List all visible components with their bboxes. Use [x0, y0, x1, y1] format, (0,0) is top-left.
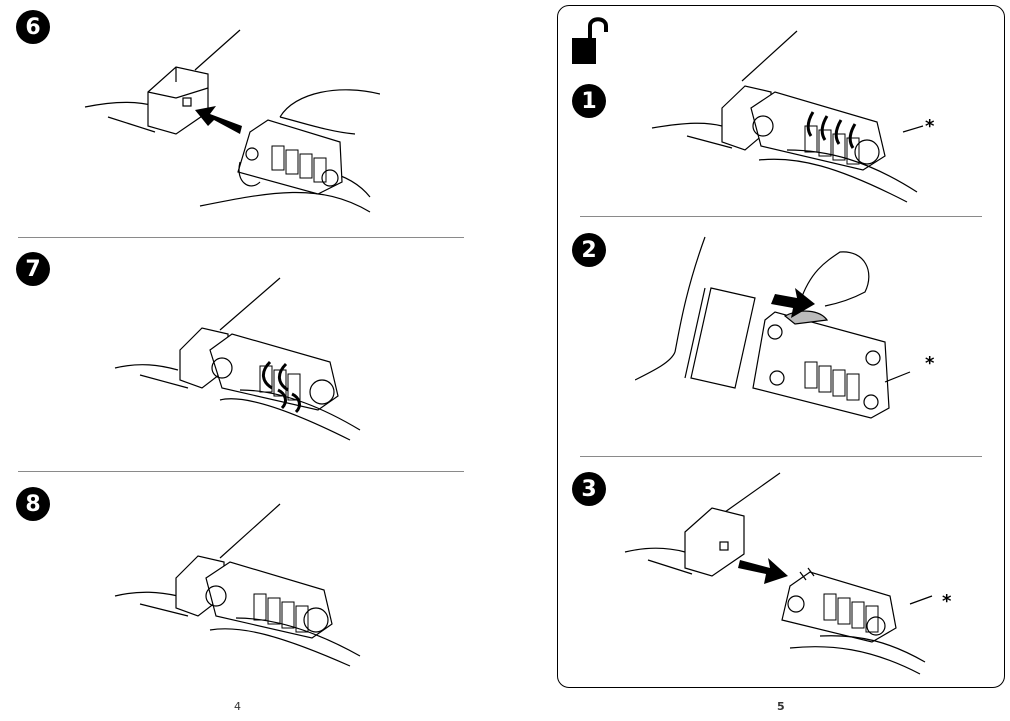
right-page: 1 * 2	[505, 0, 1010, 721]
scramble-dials-illustration	[114, 277, 361, 441]
page-number: 4	[234, 700, 241, 713]
unlocked-padlock-icon	[572, 17, 608, 64]
step-8-badge: 8	[16, 487, 50, 521]
page-number: 5	[777, 700, 785, 713]
step-6-badge: 6	[16, 10, 50, 44]
asterisk-note: *	[925, 116, 935, 137]
asterisk-note: *	[942, 591, 952, 612]
remove-lock-illustration	[624, 472, 933, 675]
locked-illustration	[114, 503, 361, 667]
asterisk-note: *	[925, 353, 935, 374]
divider	[18, 471, 464, 472]
step-7-badge: 7	[16, 252, 50, 286]
divider	[580, 456, 982, 457]
step-1-badge: 1	[572, 84, 606, 118]
set-code-illustration	[651, 30, 924, 203]
step-2-badge: 2	[572, 233, 606, 267]
lock-insert-arrow-illustration	[84, 29, 380, 213]
step-3-badge: 3	[572, 472, 606, 506]
divider	[580, 216, 982, 217]
divider	[18, 237, 464, 238]
press-release-button-illustration	[635, 236, 911, 419]
unlock-section-frame	[557, 5, 1005, 688]
left-page: 6 7	[16, 10, 464, 713]
